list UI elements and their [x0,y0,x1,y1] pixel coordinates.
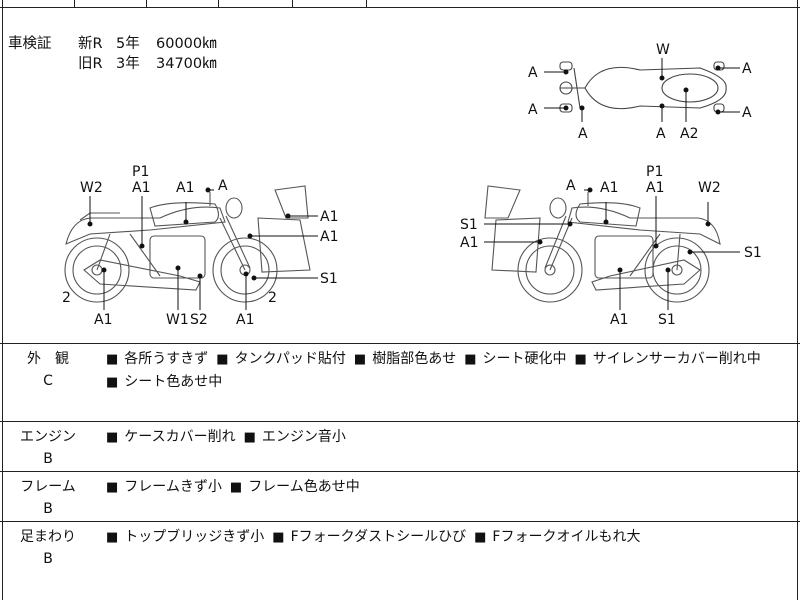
diagram-label: A1 [460,235,478,251]
condition-item: フレームきず小 [106,476,222,499]
inspection-mileage: 60000㎞ [156,36,217,52]
diagram-label: A1 [94,312,112,328]
diagram-label: W2 [80,180,103,196]
header-divider [74,0,75,8]
condition-item: サイレンサーカバー削れ中 [575,348,761,371]
condition-item: タンクパッド貼付 [216,348,346,371]
condition-items: フレームきず小フレーム色あせ中 [106,476,796,499]
inspection-type: 旧R [78,56,103,72]
left-side-pointers [87,187,318,310]
grade-value: B [43,501,53,517]
section-category: 足まわり B [8,526,88,570]
diagram-label: A1 [600,180,618,196]
diagram-label: W1 [166,312,189,328]
diagram-label: A2 [680,126,698,142]
diagram-label: A1 [176,180,194,196]
diagram-label: A [218,178,228,194]
inspection-row: 新R 5年 60000㎞ [78,34,217,54]
category-label: 足まわり [20,529,76,545]
condition-item: Fフォークオイルもれ大 [474,526,640,549]
header-divider [146,0,147,8]
diagram-label: W [656,42,670,58]
grade-value: B [43,451,53,467]
category-label: エンジン [20,429,76,445]
category-label: フレーム [20,479,76,495]
diagram-label: A [566,178,576,194]
condition-item: 樹脂部色あせ [354,348,456,371]
inspection-mileage: 34700㎞ [156,56,217,72]
condition-items: ケースカバー削れエンジン音小 [106,426,796,449]
diagram-label: W2 [698,180,721,196]
section-engine: エンジン B ケースカバー削れエンジン音小 [0,422,800,472]
diagram-label: A1 [132,180,150,196]
diagram-label: 2 [62,290,71,306]
inspection-years: 5年 [116,36,140,52]
diagram-label: P1 [132,164,149,180]
motorcycle-diagrams: W A A A A A A A2 [62,42,762,328]
inspection-row: 旧R 3年 34700㎞ [78,54,217,74]
right-side-labels: P1 A1 A A1 W2 S1 A1 S1 A1 S1 [460,164,762,328]
section-category: フレーム B [8,476,88,520]
top-view-pointers [544,58,740,122]
diagram-label: P1 [646,164,663,180]
condition-items: トップブリッジきず小 Fフォークダストシールひび Fフォークオイルもれ大 [106,526,796,549]
diagram-label: S2 [190,312,208,328]
diagram-label: A1 [320,209,338,225]
condition-item: ケースカバー削れ [106,426,235,449]
diagram-label: A [656,126,666,142]
grade-value: C [43,373,53,389]
diagram-label: A1 [610,312,628,328]
diagram-label: A1 [320,229,338,245]
diagram-label: A [742,105,752,121]
header-divider [218,0,219,8]
condition-item: フレーム色あせ中 [230,476,360,499]
diagram-label: A1 [646,180,664,196]
header-strip [0,0,800,8]
diagram-label: 2 [268,290,277,306]
right-side-motorcycle [484,185,721,303]
inspection-years: 3年 [116,56,140,72]
top-view-labels: W A A A A A A A2 [528,42,752,142]
diagram-label: A [528,102,538,118]
left-side-labels: P1 A1 W2 A1 A A1 A1 S1 2 2 A1 W1 S2 A1 [62,164,338,328]
condition-item: シート色あせ中 [106,371,222,394]
section-suspension: 足まわり B トップブリッジきず小 Fフォークダストシールひび Fフォークオイルもれ… [0,522,800,600]
diagram-label: S1 [320,271,338,287]
condition-items: 各所うすきずタンクパッド貼付樹脂部色あせシート硬化中サイレンサーカバー削れ中シー… [106,348,796,394]
diagram-label: A [528,65,538,81]
category-label: 外 観 [27,351,69,367]
damage-diagram-section: 車検証 新R 5年 60000㎞ 旧R 3年 34700㎞ [0,8,800,344]
inspection-type: 新R [78,36,103,52]
inspection-label: 車検証 [8,36,52,52]
condition-item: シート硬化中 [464,348,567,371]
diagram-label: A [578,126,588,142]
section-category: 外 観 C [8,348,88,392]
condition-item: トップブリッジきず小 [106,526,264,549]
section-category: エンジン B [8,426,88,470]
header-divider [292,0,293,8]
diagram-label: S1 [658,312,676,328]
diagram-label: A1 [236,312,254,328]
diagram-label: S1 [460,217,478,233]
section-exterior: 外 観 C 各所うすきずタンクパッド貼付樹脂部色あせシート硬化中サイレンサーカバ… [0,344,800,422]
right-side-pointers [484,187,740,310]
top-view-motorcycle [559,61,727,113]
condition-item: 各所うすきず [106,348,208,371]
diagram-label: S1 [744,245,762,261]
grade-value: B [43,551,53,567]
section-frame: フレーム B フレームきず小フレーム色あせ中 [0,472,800,522]
header-divider [366,0,367,8]
diagram-label: A [742,61,752,77]
condition-item: Fフォークダストシールひび [272,526,467,549]
condition-item: エンジン音小 [244,426,346,449]
